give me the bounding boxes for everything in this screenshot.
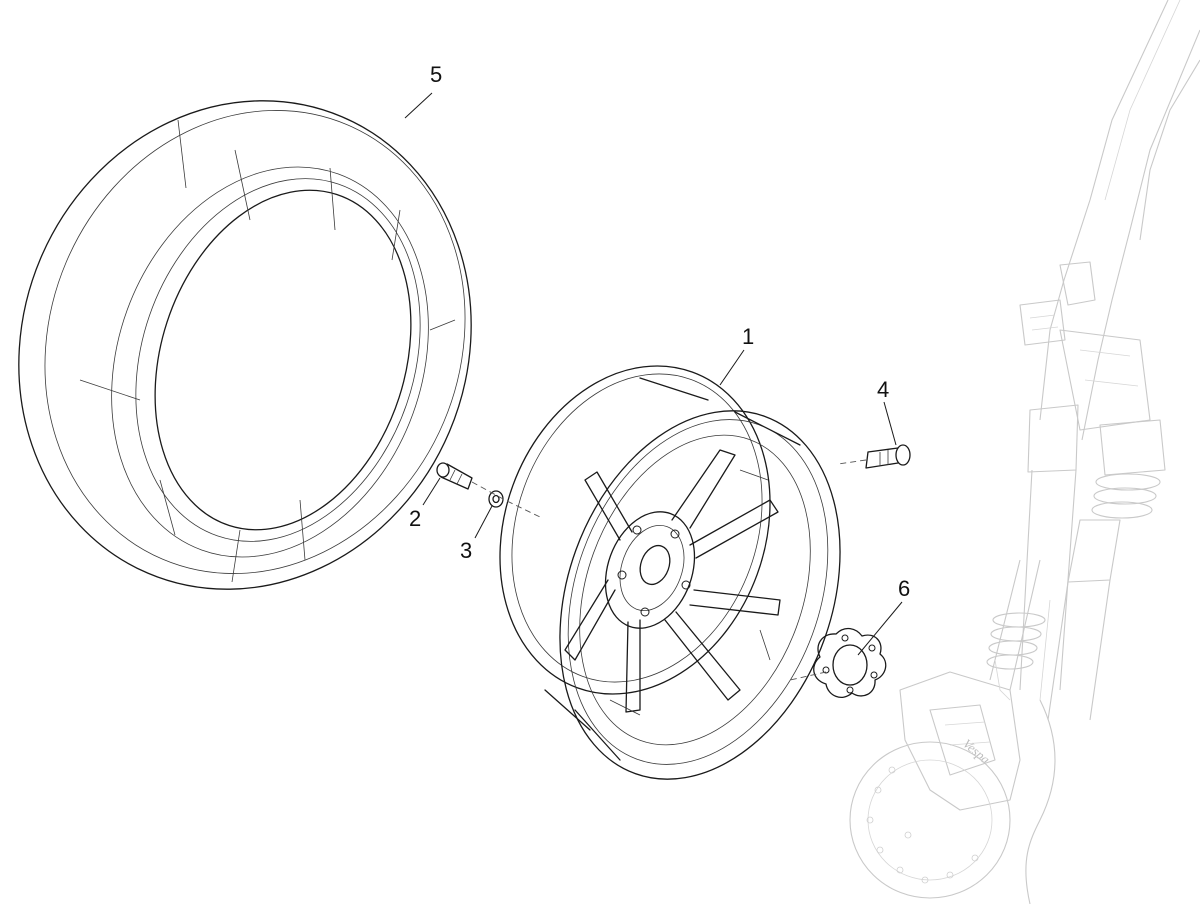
- brake-disc-holes: [866, 766, 979, 884]
- callout-leaders: [404, 92, 903, 656]
- tyre: [18, 100, 472, 590]
- callout-2: 2: [409, 506, 421, 531]
- callout-5: 5: [430, 62, 442, 87]
- callout-3: 3: [460, 538, 472, 563]
- shock-spring-coils: [986, 473, 1161, 670]
- callout-6: 6: [898, 576, 910, 601]
- callout-1: 1: [742, 324, 754, 349]
- hub-bolt-holes: [617, 525, 691, 617]
- disc-spacer: [813, 627, 887, 698]
- front-fork-assembly-ghost: Vespa: [849, 0, 1200, 904]
- callout-4: 4: [877, 377, 889, 402]
- assembly-axis-lines: [471, 459, 867, 681]
- wheel-rim: [499, 365, 841, 780]
- wheel-spokes: [564, 449, 781, 716]
- bolt-small: [436, 462, 473, 490]
- spacer-bolt-holes: [822, 634, 878, 694]
- washer: [488, 490, 504, 508]
- bolt-large: [865, 444, 911, 469]
